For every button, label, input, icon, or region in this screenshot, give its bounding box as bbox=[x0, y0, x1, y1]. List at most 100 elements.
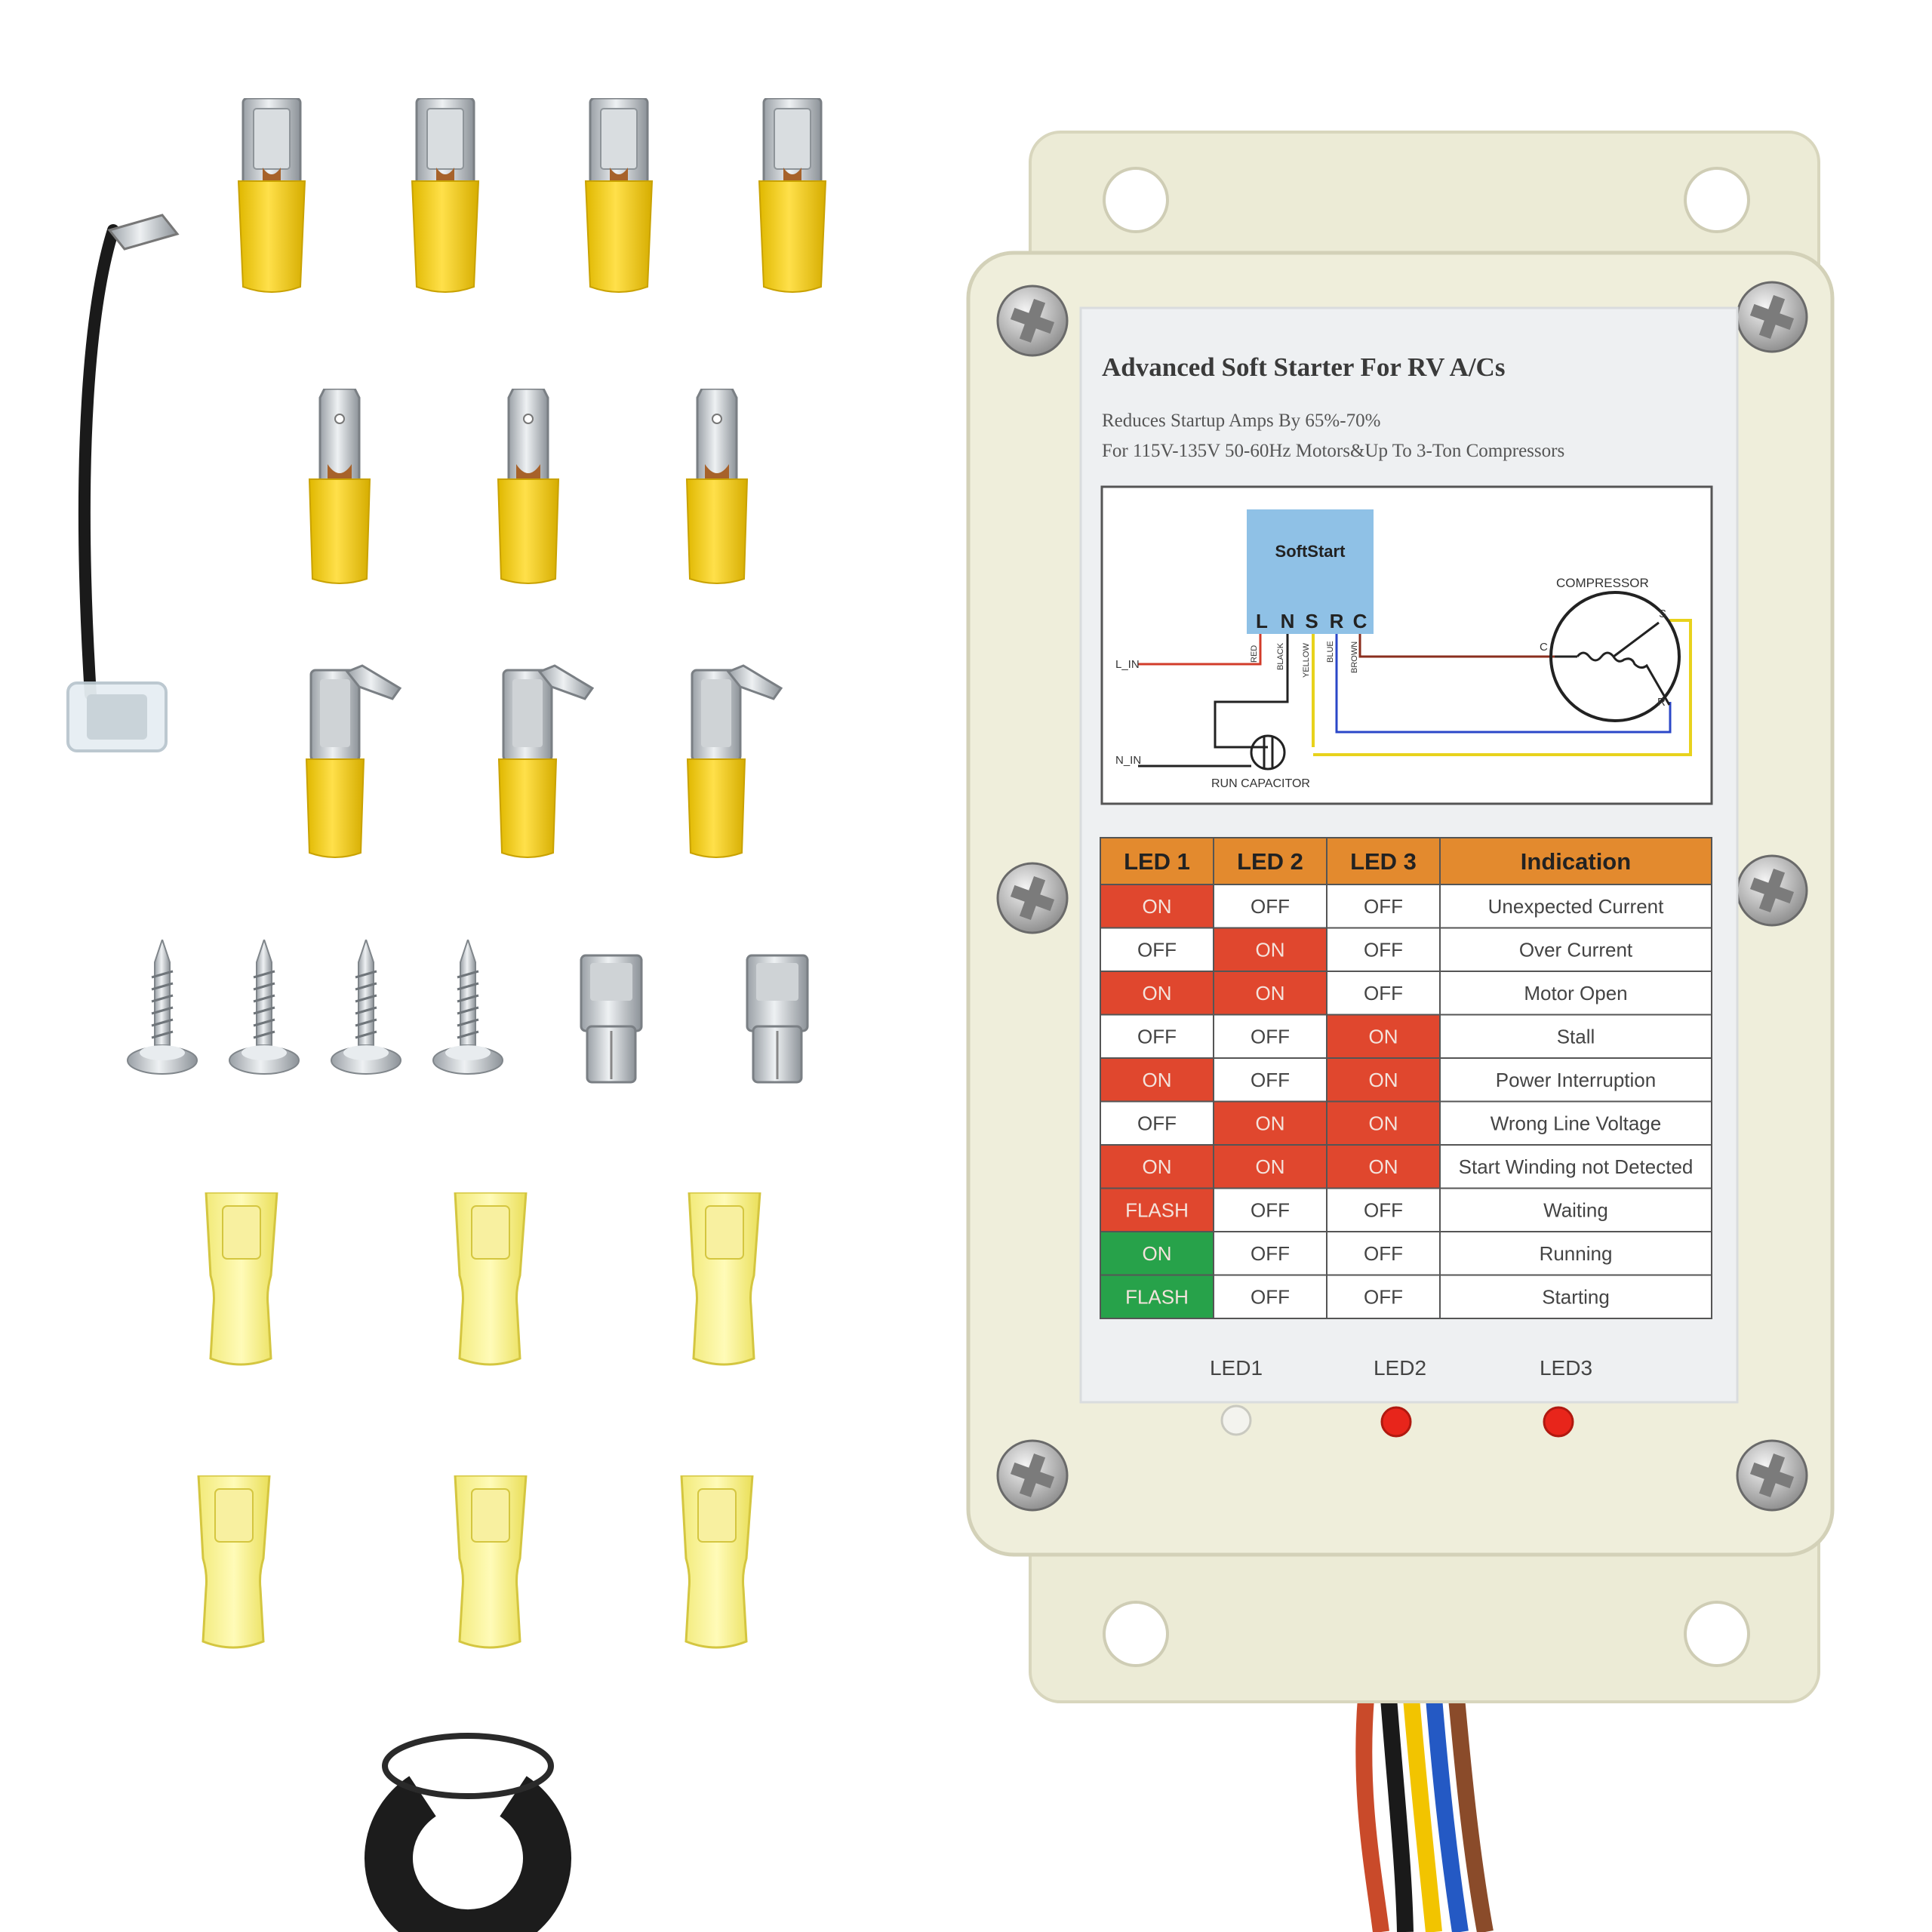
led1-label: LED1 bbox=[1210, 1356, 1263, 1380]
compressor-label: COMPRESSOR bbox=[1556, 576, 1649, 590]
table-cell bbox=[1439, 1274, 1712, 1319]
nylon-terminal bbox=[205, 1192, 278, 1366]
mounting-hole bbox=[1103, 167, 1169, 233]
self-drilling-screw bbox=[432, 940, 504, 1075]
table-cell bbox=[1213, 1231, 1327, 1276]
wire-label-blue: BLUE bbox=[1326, 641, 1335, 663]
table-row: ON OFF OFF Running bbox=[1100, 1231, 1712, 1276]
table-header-label: LED 1 bbox=[1124, 848, 1190, 875]
indication-text: Unexpected Current bbox=[1488, 895, 1664, 918]
led-state-3: OFF bbox=[1364, 1242, 1403, 1265]
led-state-1: OFF bbox=[1137, 1112, 1177, 1135]
led-state-3: OFF bbox=[1364, 939, 1403, 961]
led-state-2: OFF bbox=[1251, 1242, 1290, 1265]
led1-indicator bbox=[1220, 1404, 1252, 1436]
nylon-terminal bbox=[688, 1192, 761, 1366]
led-state-1: ON bbox=[1143, 1242, 1172, 1265]
led-state-1: OFF bbox=[1137, 939, 1177, 961]
led-state-3: ON bbox=[1369, 1069, 1398, 1091]
female-terminal bbox=[584, 98, 654, 294]
male-terminal bbox=[685, 389, 749, 585]
terminal-l: L bbox=[1256, 610, 1268, 632]
led-state-1: FLASH bbox=[1125, 1286, 1189, 1309]
nylon-terminal bbox=[680, 1475, 754, 1649]
led-state-3: ON bbox=[1369, 1155, 1398, 1178]
female-terminal bbox=[758, 98, 827, 294]
indication-text: Over Current bbox=[1519, 939, 1633, 961]
led-state-1: ON bbox=[1143, 982, 1172, 1004]
table-cell bbox=[1439, 927, 1712, 972]
mounting-hole bbox=[1684, 1601, 1750, 1667]
nylon-terminal bbox=[454, 1192, 528, 1366]
wire-label-red: RED bbox=[1250, 645, 1259, 663]
screw-icon bbox=[1736, 854, 1808, 927]
female-terminal bbox=[411, 98, 480, 294]
self-drilling-screw bbox=[330, 940, 402, 1075]
metal-clip bbox=[746, 954, 809, 1084]
led-state-2: ON bbox=[1256, 982, 1285, 1004]
indication-text: Waiting bbox=[1543, 1199, 1608, 1222]
led-state-2: OFF bbox=[1251, 1199, 1290, 1222]
led-state-1: ON bbox=[1143, 895, 1172, 918]
terminal-n: N bbox=[1281, 610, 1295, 632]
table-cell bbox=[1100, 1231, 1214, 1276]
flag-terminal bbox=[686, 664, 783, 859]
wire-label-brown: BROWN bbox=[1350, 641, 1359, 673]
led-state-1: OFF bbox=[1137, 1026, 1177, 1048]
female-terminal bbox=[237, 98, 306, 294]
wire-label-yellow: YELLOW bbox=[1302, 643, 1311, 678]
led-state-2: OFF bbox=[1251, 895, 1290, 918]
male-terminal bbox=[497, 389, 560, 585]
screw-icon bbox=[996, 285, 1069, 357]
table-cell bbox=[1326, 1014, 1441, 1059]
led-state-3: ON bbox=[1369, 1026, 1398, 1048]
accessory-parts bbox=[66, 98, 827, 1932]
led-state-2: ON bbox=[1256, 1155, 1285, 1178]
table-cell bbox=[1439, 1187, 1712, 1232]
table-cell bbox=[1100, 1274, 1214, 1319]
table-row: ON OFF OFF Unexpected Current bbox=[1100, 884, 1712, 929]
table-cell bbox=[1326, 884, 1441, 929]
table-cell bbox=[1326, 927, 1441, 972]
run-capacitor-symbol bbox=[1250, 734, 1286, 771]
led3-label: LED3 bbox=[1540, 1356, 1592, 1380]
wiring-diagram: SoftStart L N S R C RED BLACK YELLOW BLU… bbox=[1100, 485, 1713, 805]
led-state-1: FLASH bbox=[1125, 1199, 1189, 1222]
screw-icon bbox=[1736, 1439, 1808, 1512]
l-in-label: L_IN bbox=[1115, 658, 1140, 671]
indication-text: Running bbox=[1540, 1242, 1613, 1265]
indication-text: Start Winding not Detected bbox=[1459, 1155, 1694, 1178]
led3-indicator bbox=[1543, 1406, 1574, 1438]
screw-icon bbox=[996, 1439, 1069, 1512]
table-cell bbox=[1213, 1057, 1327, 1103]
led-state-1: ON bbox=[1143, 1155, 1172, 1178]
table-cell bbox=[1213, 1100, 1327, 1146]
table-cell bbox=[1439, 1100, 1712, 1146]
led-state-2: OFF bbox=[1251, 1026, 1290, 1048]
indication-text: Wrong Line Voltage bbox=[1491, 1112, 1661, 1135]
led-state-3: OFF bbox=[1364, 1286, 1403, 1309]
led-state-3: OFF bbox=[1364, 982, 1403, 1004]
compressor-symbol bbox=[1549, 591, 1681, 722]
table-cell bbox=[1213, 1274, 1327, 1319]
metal-clip bbox=[580, 954, 643, 1084]
terminal-c: C bbox=[1353, 610, 1367, 632]
table-cell bbox=[1326, 1274, 1441, 1319]
indication-text: Stall bbox=[1557, 1026, 1595, 1048]
pin-s-label: S bbox=[1659, 608, 1666, 620]
led-state-3: OFF bbox=[1364, 895, 1403, 918]
led-state-2: OFF bbox=[1251, 1069, 1290, 1091]
led-state-2: ON bbox=[1256, 1112, 1285, 1135]
table-cell bbox=[1439, 1231, 1712, 1276]
led-state-1: ON bbox=[1143, 1069, 1172, 1091]
self-drilling-screw bbox=[126, 940, 198, 1075]
table-header-label: LED 3 bbox=[1350, 848, 1417, 875]
table-cell bbox=[1100, 1100, 1214, 1146]
screw-icon bbox=[996, 862, 1069, 934]
